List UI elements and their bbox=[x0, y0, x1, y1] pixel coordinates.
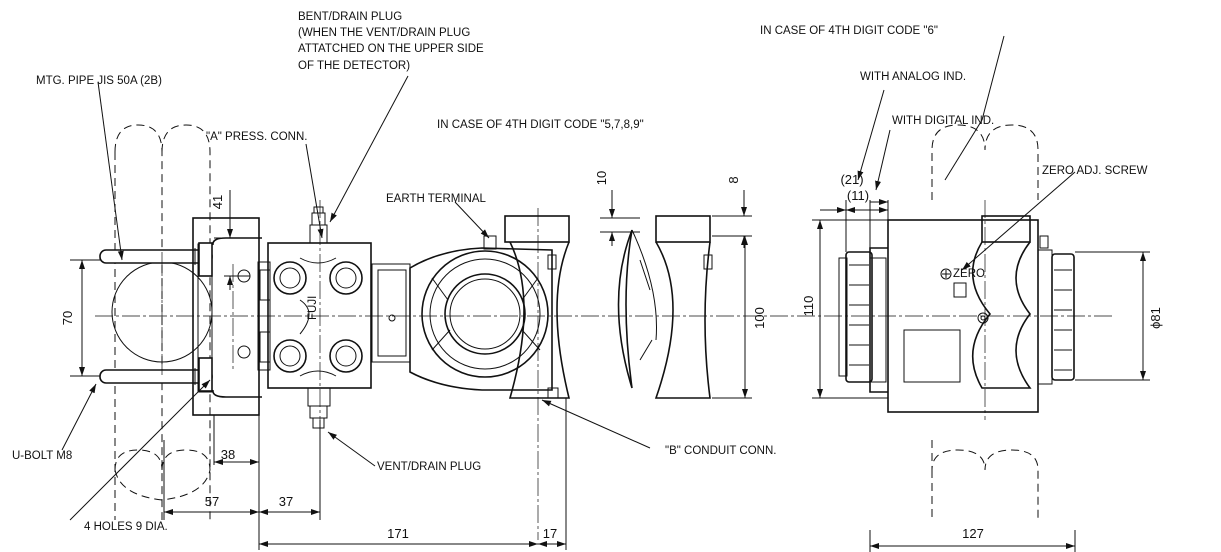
dim-41: 41 bbox=[210, 195, 225, 209]
mounting-pipe-right bbox=[931, 124, 1039, 520]
bent-drain-plug-line-2: (WHEN THE VENT/DRAIN PLUG bbox=[298, 27, 470, 39]
callout-labels: BENT/DRAIN PLUG (WHEN THE VENT/DRAIN PLU… bbox=[12, 11, 1148, 533]
mounting-pipe-left bbox=[114, 124, 211, 520]
dim-37: 37 bbox=[279, 494, 293, 509]
u-bolt-bottom bbox=[99, 368, 213, 385]
cover-variant-view bbox=[617, 215, 713, 399]
b-conduit-conn-label: "B" CONDUIT CONN. bbox=[665, 445, 776, 457]
bottom-vent-plug bbox=[307, 387, 331, 429]
detector-body: FUJI bbox=[257, 242, 372, 389]
cover-left-view bbox=[504, 215, 571, 399]
digit-code-5789-label: IN CASE OF 4TH DIGIT CODE "5,7,8,9" bbox=[437, 119, 644, 131]
dim-21: (21) bbox=[840, 172, 863, 187]
dim-171: 171 bbox=[387, 526, 409, 541]
a-press-conn-label: "A" PRESS. CONN. bbox=[206, 131, 307, 143]
dimension-lines bbox=[70, 190, 1150, 552]
earth-terminal-label: EARTH TERMINAL bbox=[386, 193, 487, 205]
dim-8: 8 bbox=[726, 176, 741, 183]
earth-terminal bbox=[483, 235, 497, 250]
bent-drain-plug-line-4: OF THE DETECTOR) bbox=[298, 60, 410, 72]
u-bolt-label: U-BOLT M8 bbox=[12, 450, 72, 462]
dim-127: 127 bbox=[962, 526, 984, 541]
vent-drain-plug-label: VENT/DRAIN PLUG bbox=[377, 461, 481, 473]
zero-mark: ZERO bbox=[953, 268, 985, 280]
four-holes-label: 4 HOLES 9 DIA. bbox=[84, 521, 168, 533]
converter-housing bbox=[388, 247, 553, 391]
leader-lines bbox=[61, 35, 1076, 521]
dim-57: 57 bbox=[205, 494, 219, 509]
mtg-pipe-label: MTG. PIPE JIS 50A (2B) bbox=[36, 75, 162, 87]
neck bbox=[371, 263, 411, 363]
dim-110: 110 bbox=[801, 296, 816, 317]
digital-ind-label: WITH DIGITAL IND. bbox=[892, 115, 994, 127]
dim-11: (11) bbox=[847, 188, 869, 203]
top-vent-plug bbox=[309, 206, 328, 244]
dim-17: 17 bbox=[543, 526, 557, 541]
dim-phi-81: ϕ81 bbox=[1148, 307, 1163, 329]
bent-drain-plug-line-3: ATTATCHED ON THE UPPER SIDE bbox=[298, 43, 484, 55]
dimension-values: 41 70 38 57 37 171 17 10 8 100 (21) (11)… bbox=[60, 171, 1163, 541]
bent-drain-plug-line-1: BENT/DRAIN PLUG bbox=[298, 11, 402, 23]
mounting-bracket bbox=[192, 217, 262, 416]
u-bolt-top bbox=[99, 248, 213, 265]
digit-code-6-label: IN CASE OF 4TH DIGIT CODE "6" bbox=[760, 25, 938, 37]
zero-adj-screw-label: ZERO ADJ. SCREW bbox=[1042, 165, 1148, 177]
dim-38: 38 bbox=[221, 447, 235, 462]
analog-ind-label: WITH ANALOG IND. bbox=[860, 71, 966, 83]
converter-front-view bbox=[838, 215, 1075, 413]
dim-70: 70 bbox=[60, 311, 75, 325]
dim-10: 10 bbox=[594, 171, 609, 185]
dim-100: 100 bbox=[752, 307, 767, 329]
center-lines bbox=[95, 200, 1115, 540]
zero-adj-screw: ZERO bbox=[940, 268, 985, 280]
body-mark: FUJI bbox=[307, 296, 319, 320]
